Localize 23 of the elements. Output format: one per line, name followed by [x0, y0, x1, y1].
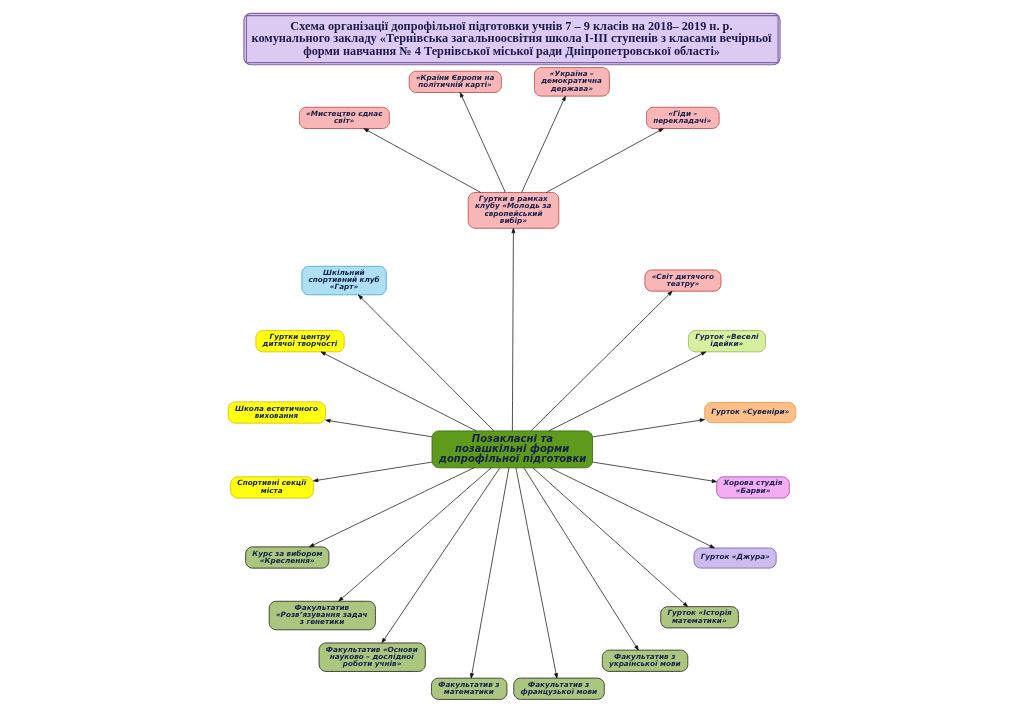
arrow [523, 467, 639, 651]
arrow [548, 351, 707, 432]
arrow [320, 351, 477, 432]
arrow [511, 227, 516, 432]
arrow [309, 467, 475, 548]
arrow [325, 418, 433, 438]
diagram-title: Схема організації допрофільної підготовки учнів 7 – 9 класів на 2018– 2019 н. р. комунального закладу «Тернівська загальноосвітня школа І-ІІІ ступенів з класами вечірньої форми навчання № 4 Тернівської міської ради Дніпропетровської області» [251, 18, 772, 58]
node-box: Позакласні та позашкільні форми допрофільної підготовки [431, 430, 593, 469]
arrow [313, 461, 433, 483]
arrow [363, 128, 482, 193]
arrow [532, 467, 689, 607]
arrow [459, 92, 506, 193]
arrow [358, 294, 495, 432]
arrow [515, 467, 558, 679]
arrow [546, 128, 664, 193]
arrow [592, 461, 717, 483]
arrow [530, 290, 673, 432]
arrow [470, 467, 510, 679]
arrow [338, 467, 492, 602]
arrow [592, 418, 705, 438]
arrow [521, 95, 566, 193]
arrow [381, 467, 501, 644]
arrow [549, 467, 715, 549]
